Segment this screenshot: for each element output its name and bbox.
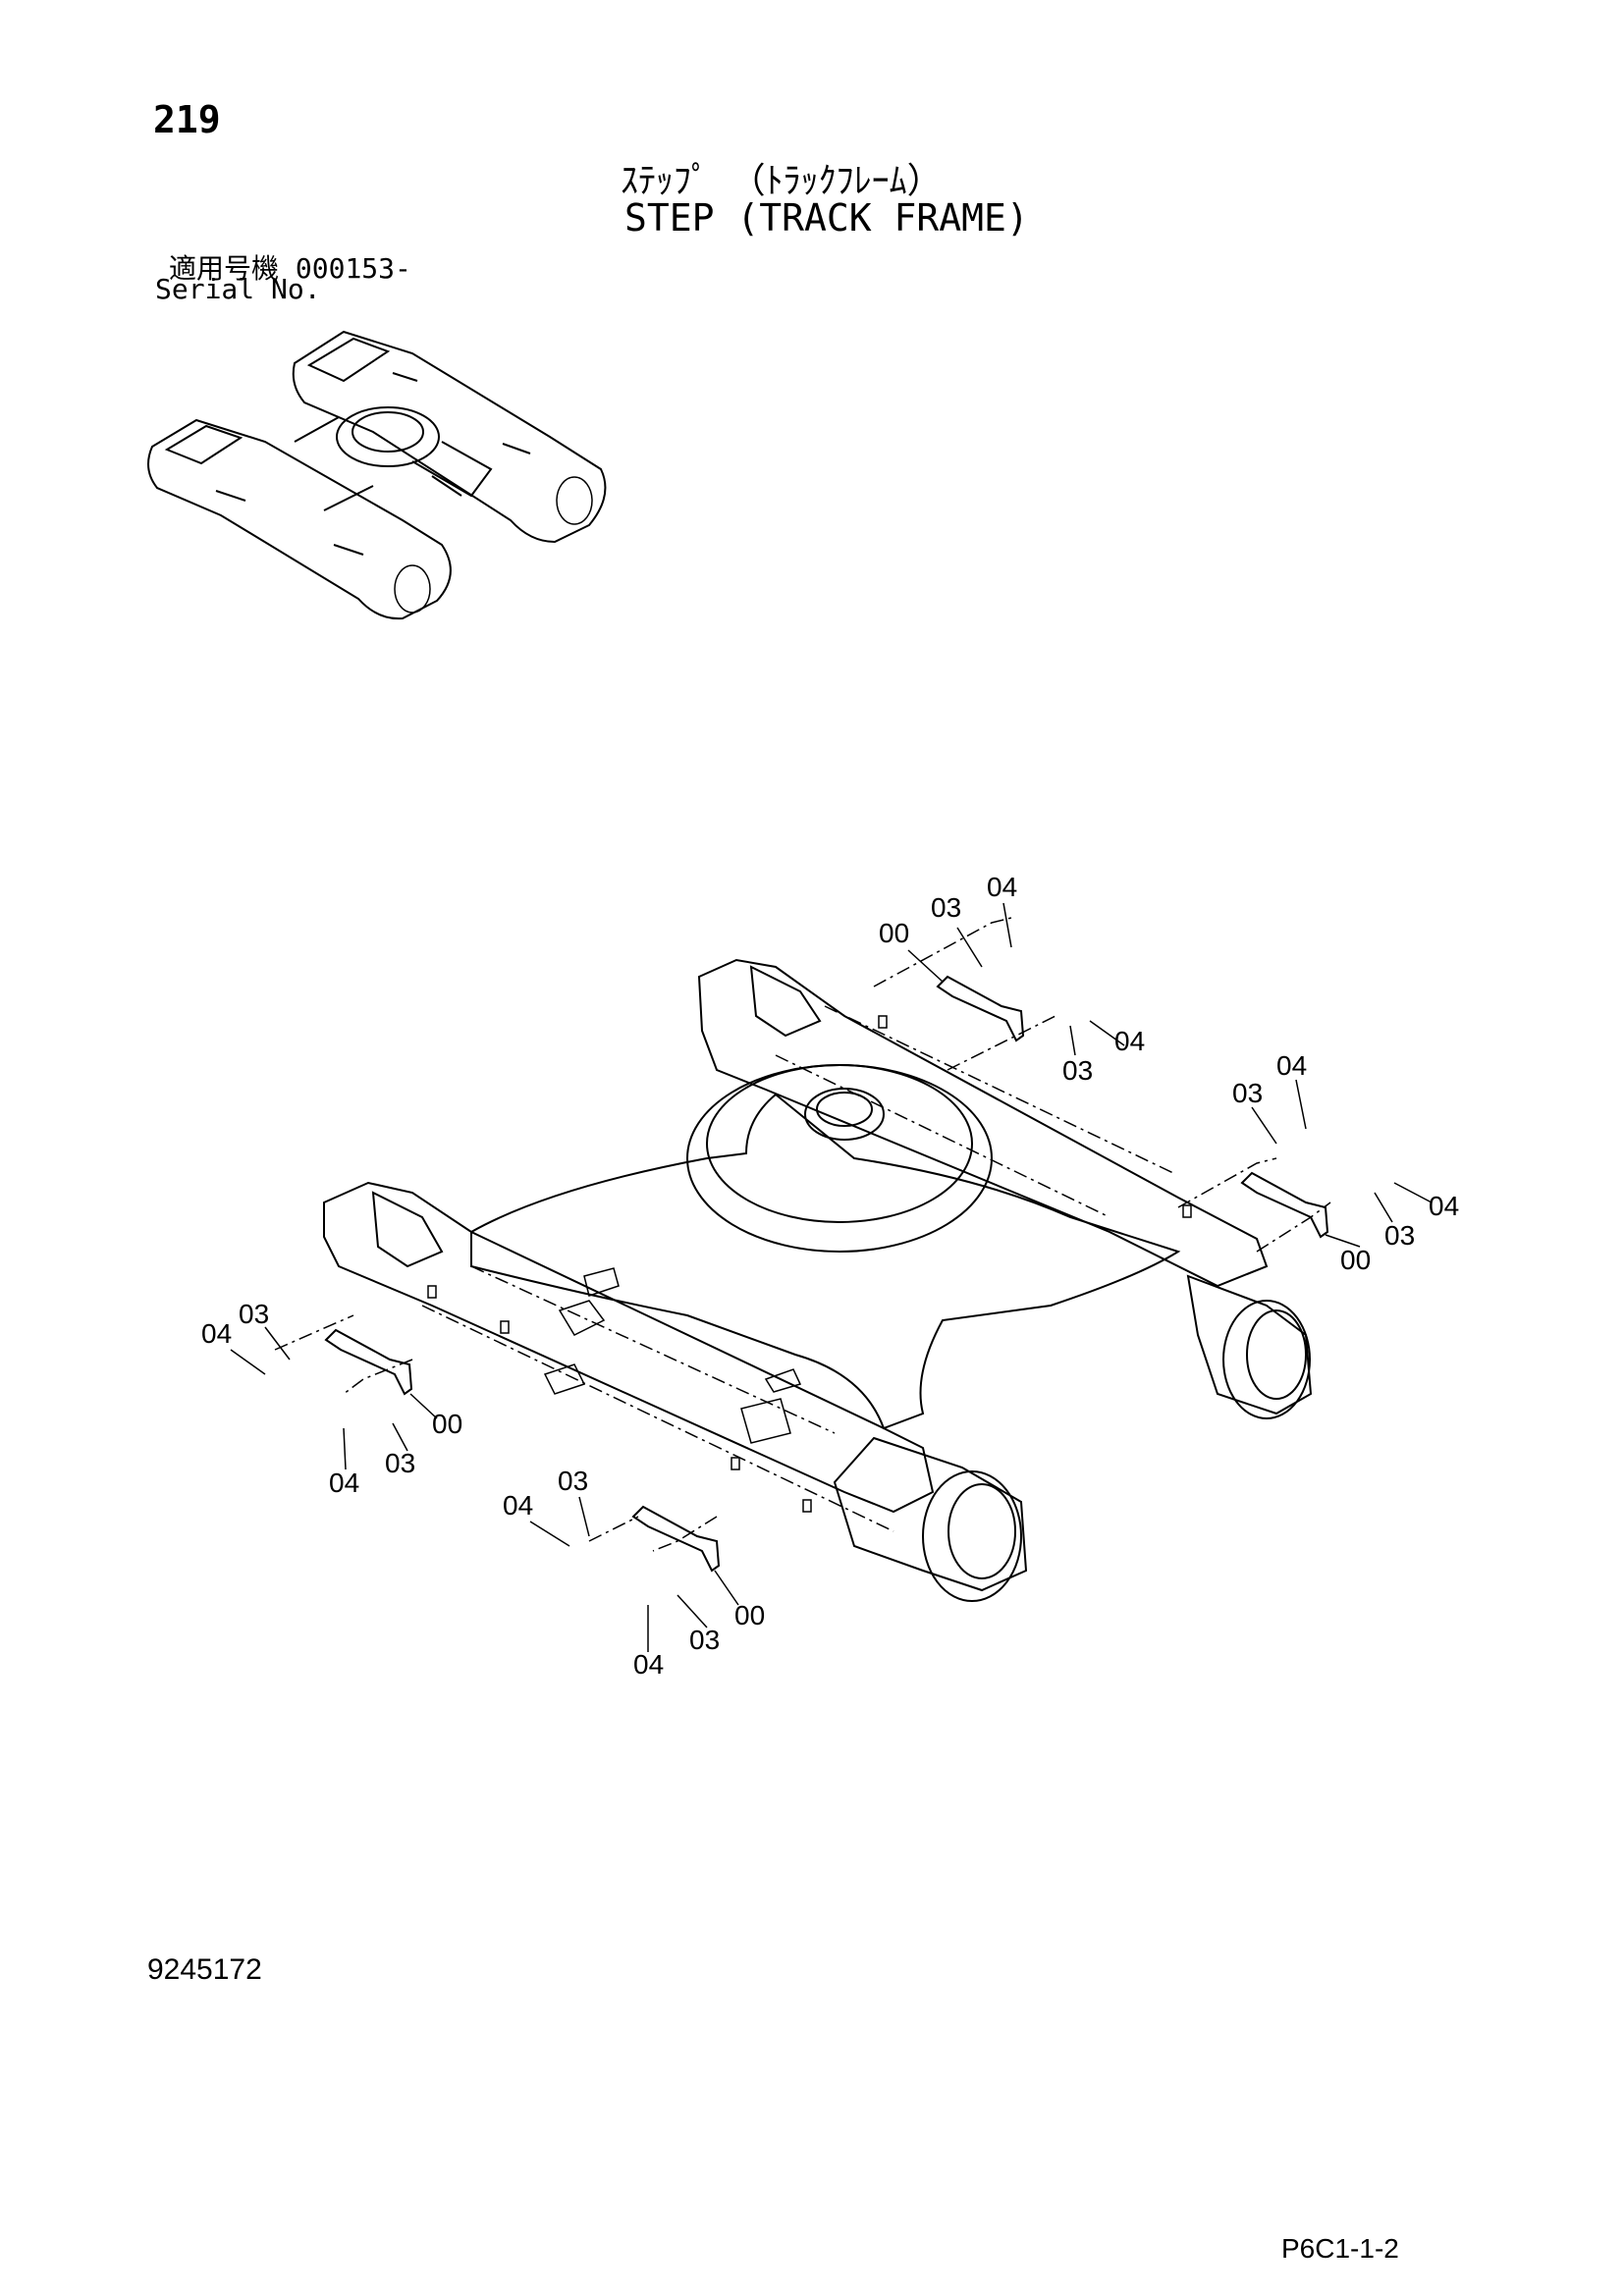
callout: 04 [633,1649,664,1680]
callout: 00 [1340,1245,1371,1275]
callout: 04 [329,1468,359,1498]
title-japanese: ｽﾃｯﾌﾟ （ﾄﾗｯｸﾌﾚｰﾑ） [621,161,943,201]
page-code: P6C1-1-2 [1281,2233,1399,2264]
callout: 00 [432,1409,462,1439]
callout-leaders [230,902,1433,1652]
serial-label-en: Serial No. [155,273,321,305]
callout: 00 [734,1600,765,1630]
callout: 03 [1062,1055,1093,1086]
callout: 04 [1114,1026,1145,1056]
title-english: STEP (TRACK FRAME) [624,196,1029,240]
callout: 00 [879,918,909,948]
callout: 03 [931,892,961,923]
serial-label-jp: 適用号機 [169,252,280,285]
callout: 04 [503,1490,533,1521]
step-bracket-00 [324,975,1329,1573]
overview-track-frame [147,330,607,620]
main-track-frame [274,917,1331,1602]
serial-applicability: 適用号機 000153- [169,247,411,287]
callout-labels: 04 03 00 03 04 04 03 00 03 04 04 03 00 0… [201,872,1459,1680]
serial-range: 000153- [295,252,411,285]
callout: 04 [201,1318,232,1349]
drawing-number: 9245172 [147,1953,262,1986]
callout: 04 [1429,1191,1459,1221]
callout: 03 [239,1299,269,1329]
callout: 03 [558,1466,588,1496]
callout: 03 [1232,1078,1263,1108]
callout: 04 [1276,1050,1307,1081]
callout: 04 [987,872,1017,902]
callout: 03 [385,1448,415,1478]
page-number: 219 [153,98,221,141]
callout: 03 [1384,1220,1415,1251]
callout: 03 [689,1625,720,1655]
